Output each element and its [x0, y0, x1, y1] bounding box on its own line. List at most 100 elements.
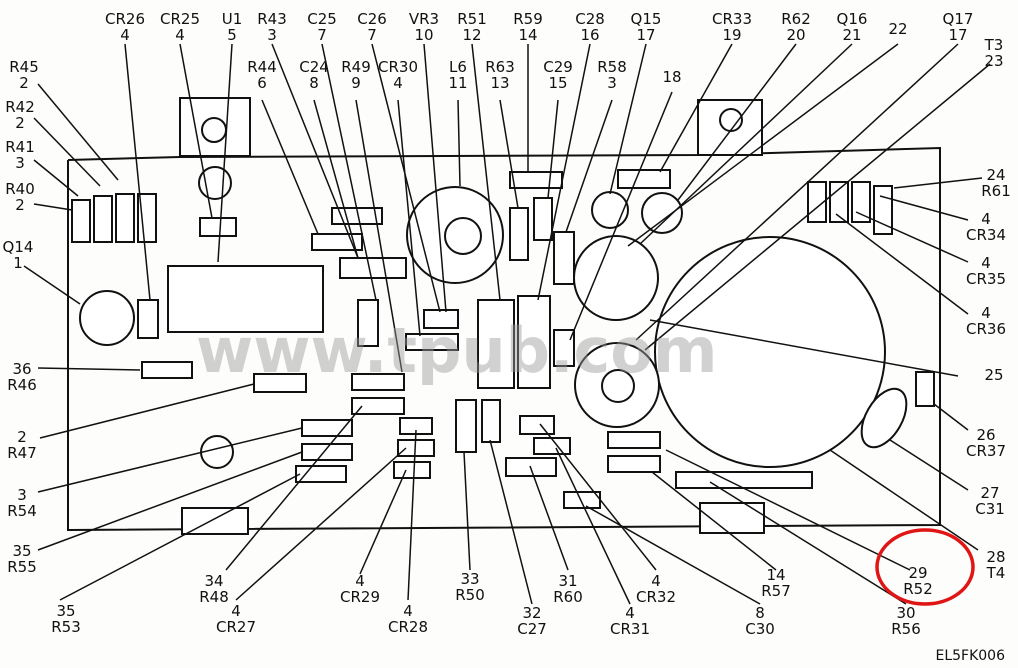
callout-line: C31 [975, 500, 1005, 518]
callout-line: 15 [548, 74, 567, 92]
callout-line: R41 [5, 138, 35, 156]
callout-line: R50 [455, 586, 485, 604]
callout-line: 34 [204, 572, 223, 590]
callout-line: C29 [543, 58, 573, 76]
callout-line: 28 [986, 548, 1005, 566]
callout-line: 2 [15, 114, 25, 132]
callout-line: 4 [981, 254, 991, 272]
callout-line: 21 [842, 26, 861, 44]
leader-lines [23, 43, 991, 605]
resistor-r41 [93, 195, 113, 243]
diode-cr26 [137, 299, 159, 339]
callout-line: R56 [891, 620, 921, 638]
callout-line: 35 [12, 542, 31, 560]
callout-line: R61 [981, 182, 1011, 200]
callout-line: 9 [351, 74, 361, 92]
callout-line: 31 [558, 572, 577, 590]
callout-line: R62 [781, 10, 811, 28]
callout-line: R44 [247, 58, 277, 76]
resistor-r62 [617, 169, 671, 189]
callout-line: U1 [222, 10, 243, 28]
callout-line: R63 [485, 58, 515, 76]
callout-line: Q17 [943, 10, 974, 28]
callout-line: R48 [199, 588, 229, 606]
callout-line: R59 [513, 10, 543, 28]
callout-line: 4 [393, 74, 403, 92]
transistor-q17 [573, 235, 659, 321]
callout-line: 35 [56, 602, 75, 620]
callout-line: 4 [231, 602, 241, 620]
callout-line: 7 [317, 26, 327, 44]
callout-line: CR25 [160, 10, 200, 28]
callout-line: 4 [120, 26, 130, 44]
resistor-r57 [607, 431, 661, 449]
callout-line: 18 [662, 68, 681, 86]
callout-line: 25 [984, 366, 1003, 384]
callout-line: 1 [13, 254, 23, 272]
callout-line: L6 [449, 58, 467, 76]
diode-cr34 [851, 181, 871, 223]
diode-cr30 [423, 309, 459, 329]
resistor-r46 [141, 361, 193, 379]
callout-line: R60 [553, 588, 583, 606]
callout-line: R43 [257, 10, 287, 28]
transformer-core [601, 369, 635, 403]
callout-line: 4 [403, 602, 413, 620]
callout-line: 4 [981, 210, 991, 228]
callout-line: 7 [367, 26, 377, 44]
callout-line: 4 [651, 572, 661, 590]
callout-line: 17 [948, 26, 967, 44]
callout-line: 27 [980, 484, 999, 502]
callout-line: R46 [7, 376, 37, 394]
callout-line: CR37 [966, 442, 1006, 460]
resistor-r58 [553, 231, 575, 285]
callout-line: R58 [597, 58, 627, 76]
callout-line: CR26 [105, 10, 145, 28]
callout-line: 10 [414, 26, 433, 44]
callout-line: 6 [257, 74, 267, 92]
callout-line: C30 [745, 620, 775, 638]
diode-cr25 [199, 217, 237, 237]
callout-line: C25 [307, 10, 337, 28]
callout-line: T3 [984, 36, 1004, 54]
callout-line: CR30 [378, 58, 418, 76]
callout-line: CR36 [966, 320, 1006, 338]
callout-line: 33 [460, 570, 479, 588]
diode-cr31 [533, 437, 571, 455]
callout-line: 19 [722, 26, 741, 44]
resistor-r52 [607, 455, 661, 473]
highlight-circle [875, 528, 975, 606]
callout-line: 24 [986, 166, 1005, 184]
transistor-q15 [591, 191, 629, 229]
callout-line: 4 [175, 26, 185, 44]
callout-line: 29 [908, 564, 927, 582]
capacitor-c27-body [295, 465, 347, 483]
